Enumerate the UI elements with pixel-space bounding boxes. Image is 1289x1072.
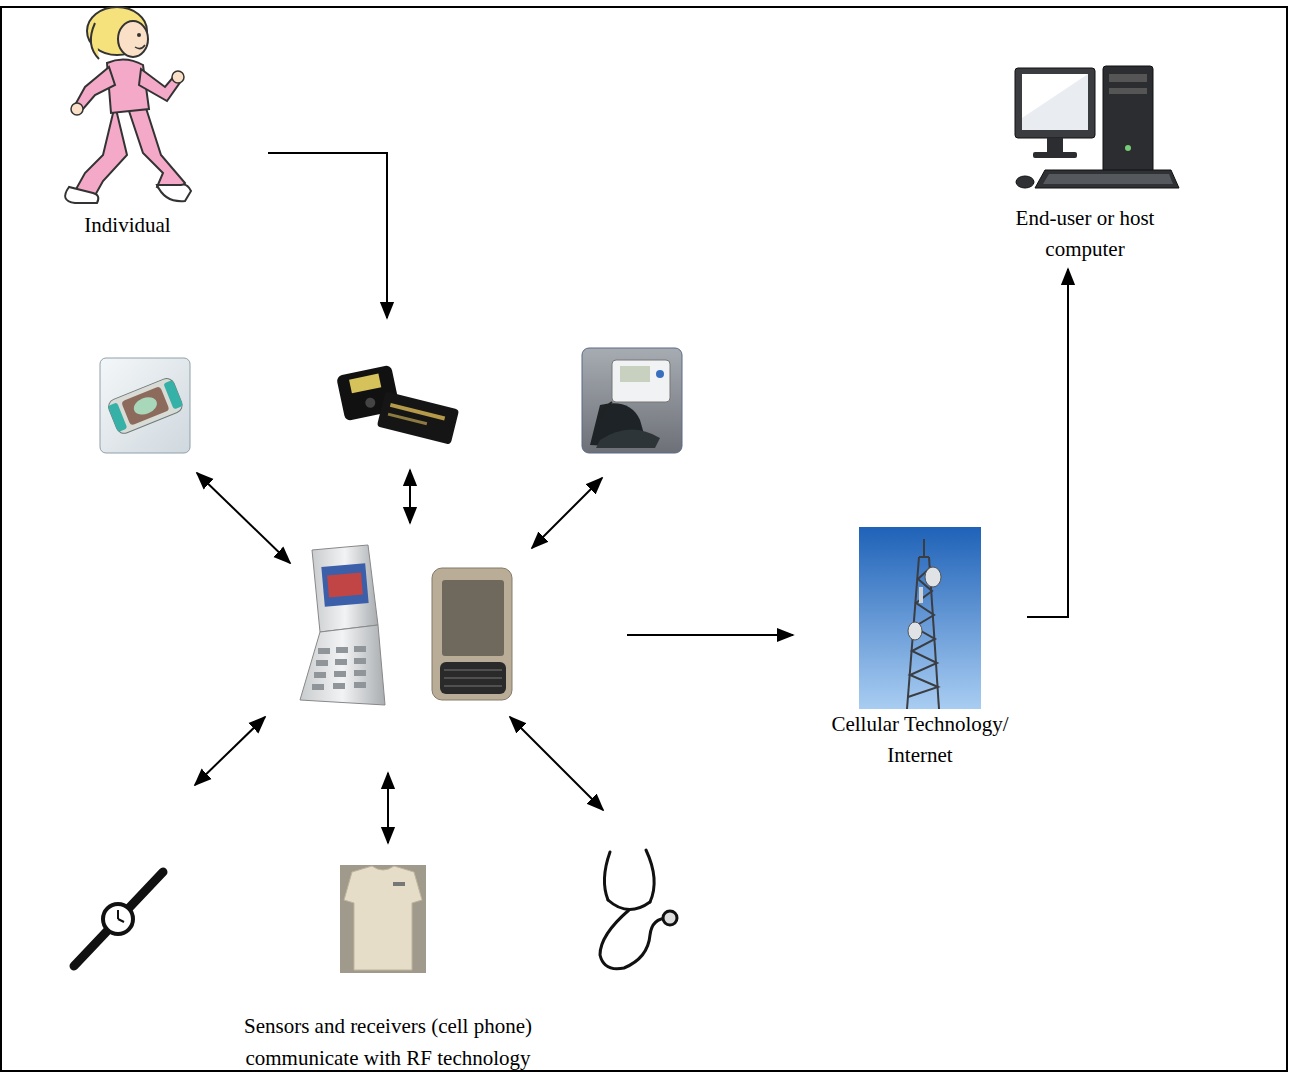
cell-tower <box>859 527 981 709</box>
stethoscope <box>600 850 677 969</box>
sensor-shirt <box>340 865 426 973</box>
cell-phone <box>300 545 385 705</box>
pda <box>432 568 512 700</box>
desktop-computer <box>985 58 1185 198</box>
arrows <box>195 153 793 843</box>
node-caption: Cellular Technology/ Internet <box>815 709 1025 771</box>
node-caption: End-user or host computer <box>1015 203 1155 265</box>
person-figure: Individual <box>45 5 210 241</box>
connector-arrow <box>1027 269 1068 617</box>
wrist-watch <box>74 872 163 966</box>
node-caption: Individual <box>45 210 210 241</box>
activity-monitor <box>336 365 459 445</box>
caption-text: Sensors and receivers (cell phone) commu… <box>223 1010 553 1072</box>
computer-figure: End-user or host computer <box>985 58 1185 265</box>
sensor-device <box>100 358 190 453</box>
walking-person <box>45 5 210 210</box>
blood-pressure-monitor <box>582 348 682 453</box>
tower-figure: Cellular Technology/ Internet <box>815 527 1025 771</box>
figure-frame <box>1 7 1287 1071</box>
